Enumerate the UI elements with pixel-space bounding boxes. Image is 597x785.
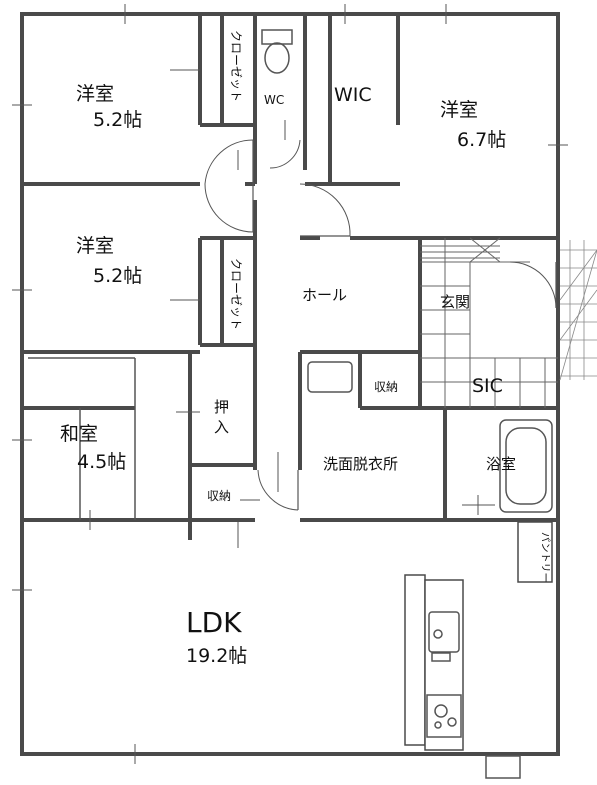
closet-upper-label: クローゼット — [229, 30, 243, 102]
room-sic-label: SIC — [472, 375, 503, 397]
room-western-1-size: 5.2帖 — [93, 109, 142, 131]
room-japanese-size: 4.5帖 — [77, 451, 126, 473]
room-oshiire-bottom: 入 — [214, 418, 229, 436]
room-hall-label: ホール — [302, 286, 347, 304]
room-western-3-size: 6.7帖 — [457, 129, 506, 151]
fixtures — [261, 29, 553, 779]
room-western-2-name: 洋室 — [76, 235, 114, 257]
room-storage-small-label: 収納 — [374, 380, 398, 394]
pantry-label: パントリー — [539, 532, 551, 583]
room-western-2-size: 5.2帖 — [93, 265, 142, 287]
room-storage-lower-label: 収納 — [207, 489, 231, 503]
porch-hatch — [559, 240, 597, 381]
room-washroom-label: 洗面脱衣所 — [323, 455, 398, 473]
entrance-tiles — [420, 237, 558, 408]
room-oshiire-top: 押 — [214, 398, 229, 416]
room-wc-label: WC — [264, 93, 284, 107]
room-japanese-name: 和室 — [60, 423, 98, 445]
room-ldk-size: 19.2帖 — [186, 645, 247, 667]
closet-lower-label: クローゼット — [229, 258, 243, 330]
interior-walls — [20, 14, 560, 751]
room-entrance-label: 玄関 — [440, 293, 470, 311]
wall-ticks — [12, 4, 568, 764]
room-western-3-name: 洋室 — [440, 99, 478, 121]
room-wic-label: WIC — [334, 84, 372, 106]
room-bathroom-label: 浴室 — [486, 455, 516, 473]
room-ldk-name: LDK — [186, 606, 242, 639]
doors — [204, 139, 557, 511]
room-western-1-name: 洋室 — [76, 83, 114, 105]
room-labels: 洋室 5.2帖 洋室 5.2帖 洋室 6.7帖 和室 4.5帖 LDK 19.2… — [60, 30, 551, 667]
